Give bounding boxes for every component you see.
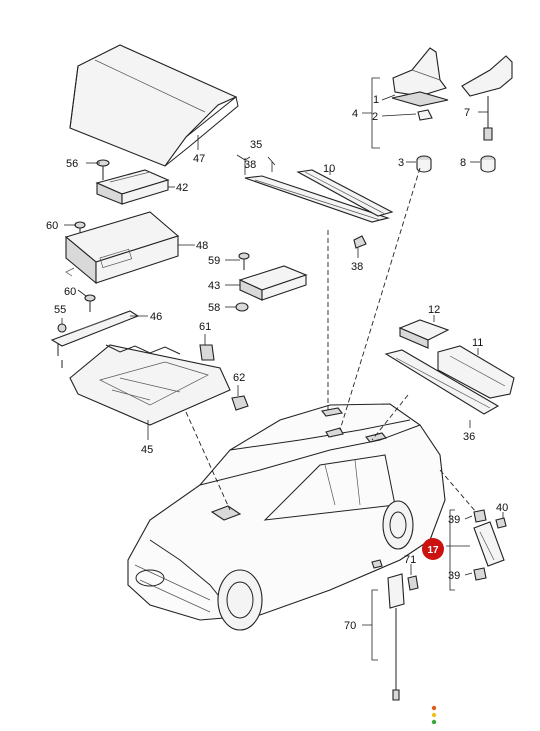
leader-lines: [61, 77, 504, 661]
label-59: 59: [208, 255, 220, 267]
part-12-module[interactable]: [398, 319, 450, 349]
part-17-control-unit[interactable]: [473, 521, 505, 567]
part-39-clip-lower[interactable]: [473, 567, 487, 581]
label-36: 36: [463, 431, 475, 443]
part-38-rail[interactable]: [244, 175, 390, 223]
part-62-nut[interactable]: [231, 395, 249, 411]
part-3-grommet[interactable]: [416, 155, 432, 173]
part-8-grommet[interactable]: [480, 155, 496, 173]
label-61: 61: [199, 321, 211, 333]
label-62: 62: [233, 372, 245, 384]
part-39-clip-upper[interactable]: [473, 509, 487, 523]
part-48-control-unit[interactable]: [64, 211, 180, 285]
label-1: 1: [373, 94, 379, 106]
label-40: 40: [496, 502, 508, 514]
part-47-cover[interactable]: [69, 44, 239, 167]
label-42: 42: [176, 182, 188, 194]
part-11-antenna-module[interactable]: [437, 345, 515, 399]
label-2: 2: [372, 111, 378, 123]
car-body: [127, 403, 446, 631]
status-indicator-dots: [431, 705, 437, 725]
label-70: 70: [344, 620, 356, 632]
label-46: 46: [150, 311, 162, 323]
part-71-screw[interactable]: [407, 575, 419, 591]
part-43-module[interactable]: [238, 265, 308, 301]
label-35: 35: [250, 139, 262, 151]
label-39-lower: 39: [448, 570, 460, 582]
part-59-screw[interactable]: [238, 252, 250, 270]
part-1-antenna-roof[interactable]: [392, 47, 447, 97]
label-60-upper: 60: [46, 220, 58, 232]
highlight-badge-17[interactable]: 17: [422, 538, 444, 560]
label-38-clip: 38: [351, 261, 363, 273]
part-60-screw-lower[interactable]: [84, 294, 96, 312]
part-10-rail[interactable]: [296, 169, 394, 217]
label-43: 43: [208, 280, 220, 292]
part-42-module[interactable]: [95, 169, 170, 205]
part-45-tray[interactable]: [69, 344, 231, 426]
label-45: 45: [141, 444, 153, 456]
label-10: 10: [323, 163, 335, 175]
label-48: 48: [196, 240, 208, 252]
label-56: 56: [66, 158, 78, 170]
label-11: 11: [472, 337, 483, 349]
label-38-rail: 38: [244, 159, 256, 171]
part-58-grommet[interactable]: [235, 302, 249, 312]
label-17: 17: [427, 545, 439, 556]
label-60-lower: 60: [64, 286, 76, 298]
label-71: 71: [404, 554, 416, 566]
part-labels: 56 42 60 48 59 43 58 60 55 46 45 47 61 6…: [46, 94, 508, 632]
label-8: 8: [460, 157, 466, 169]
part-61-clip[interactable]: [199, 344, 215, 361]
part-70-antenna-cable[interactable]: [371, 559, 405, 701]
dashed-leaders: [185, 167, 477, 513]
label-55: 55: [54, 304, 66, 316]
label-4: 4: [352, 108, 358, 120]
label-47: 47: [193, 153, 205, 165]
part-55-nut[interactable]: [57, 323, 67, 333]
label-3: 3: [398, 157, 404, 169]
label-7: 7: [464, 107, 470, 119]
part-36-bracket[interactable]: [384, 349, 500, 415]
part-7-antenna[interactable]: [461, 55, 513, 141]
part-2-base-plate[interactable]: [391, 91, 449, 121]
part-38-clip[interactable]: [353, 235, 367, 249]
label-12: 12: [428, 304, 440, 316]
part-40-screw[interactable]: [495, 517, 507, 529]
label-58: 58: [208, 302, 220, 314]
label-39-upper: 39: [448, 514, 460, 526]
